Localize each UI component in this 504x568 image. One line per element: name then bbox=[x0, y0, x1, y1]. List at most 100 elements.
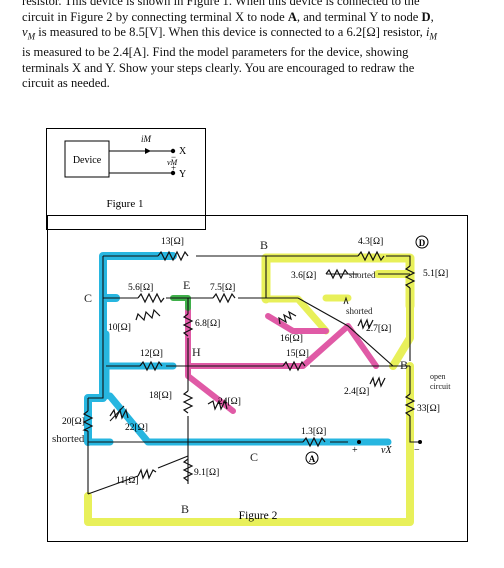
resistor-2-4 bbox=[369, 376, 386, 388]
figure-2-caption: Figure 2 bbox=[239, 510, 278, 522]
resistor-9-1 bbox=[182, 458, 194, 482]
hand-h: H bbox=[192, 345, 201, 359]
resistor-1-3 bbox=[302, 436, 326, 448]
wire bbox=[386, 255, 411, 266]
wire bbox=[409, 416, 420, 443]
label-24: 24[Ω] bbox=[218, 397, 241, 407]
problem-line: circuit in Figure 2 by connecting termin… bbox=[22, 9, 434, 24]
variable-arrow bbox=[109, 405, 125, 422]
label-3-6: 3.6[Ω] bbox=[291, 271, 316, 281]
cyan-bottom-path bbox=[106, 392, 392, 446]
label-4-3: 4.3[Ω] bbox=[358, 237, 383, 247]
label-12: 12[Ω] bbox=[140, 349, 163, 359]
hand-c-bottom: C bbox=[250, 450, 258, 464]
hand-c-left: C bbox=[84, 291, 92, 305]
pink-16-path bbox=[265, 313, 329, 334]
label-33: 33[Ω] bbox=[417, 404, 440, 414]
arrow-icon bbox=[343, 296, 349, 305]
vx-minus: − bbox=[414, 445, 420, 456]
label-11: 11[Ω] bbox=[116, 476, 139, 486]
problem-line: terminals X and Y. Show your steps clear… bbox=[22, 60, 415, 75]
wire bbox=[88, 256, 104, 399]
vx-plus-terminal bbox=[357, 440, 361, 444]
resistor-6-8 bbox=[182, 313, 194, 337]
wire-layer bbox=[87, 255, 420, 495]
label-2-4: 2.4[Ω] bbox=[344, 387, 369, 397]
label-9-1: 9.1[Ω] bbox=[194, 468, 219, 478]
problem-line: circuit as needed. bbox=[22, 76, 110, 91]
terminal-x-label: X bbox=[179, 146, 187, 157]
hand-open: open bbox=[430, 372, 446, 381]
current-label: iM bbox=[141, 134, 152, 144]
resistor-4-3 bbox=[357, 250, 385, 262]
label-2-7: 2.7[Ω] bbox=[366, 324, 391, 334]
hand-b-top: B bbox=[260, 238, 268, 252]
label-6-8: 6.8[Ω] bbox=[195, 319, 220, 329]
resistor-16 bbox=[278, 310, 297, 325]
problem-line: is measured to be 2.4[A]. Find the model… bbox=[22, 45, 409, 60]
vx-label: vX bbox=[381, 445, 392, 456]
label-20: 20[Ω] bbox=[62, 417, 85, 427]
label-7-5: 7.5[Ω] bbox=[210, 283, 235, 293]
resistor-5-6 bbox=[137, 292, 165, 304]
figure-2-frame: D A 13[Ω] 4.3[Ω] 5.6[Ω] 7.5[Ω] 3.6[Ω] 5.… bbox=[47, 215, 468, 542]
resistor-33 bbox=[404, 393, 416, 417]
hand-b-right: B bbox=[400, 358, 408, 372]
label-1-3: 1.3[Ω] bbox=[301, 427, 326, 437]
label-5-1: 5.1[Ω] bbox=[423, 269, 448, 279]
terminal-y-label: Y bbox=[179, 169, 186, 180]
plus-sign: + bbox=[171, 163, 176, 173]
wire bbox=[297, 297, 394, 367]
resistor-2-7 bbox=[357, 318, 374, 330]
yellow-bottom-loop bbox=[84, 362, 414, 526]
terminal-y-dot bbox=[170, 170, 176, 176]
resistor-13 bbox=[157, 250, 189, 262]
hand-shorted-left: shorted bbox=[52, 433, 85, 445]
figure-1-caption: Figure 1 bbox=[107, 198, 144, 210]
resistor-5-1 bbox=[404, 265, 416, 289]
problem-line: resistor. This device is shown in Figure… bbox=[22, 0, 420, 8]
figure-1-diagram: Device iM X Y − vM + Figure 1 bbox=[64, 134, 187, 210]
label-18: 18[Ω] bbox=[149, 391, 172, 401]
node-a-circle bbox=[305, 451, 319, 465]
wire bbox=[157, 455, 189, 469]
resistor-18 bbox=[182, 390, 194, 414]
problem-line: vM is measured to be 8.5[V]. When this d… bbox=[22, 25, 437, 42]
resistor-24 bbox=[207, 399, 228, 411]
vx-plus: + bbox=[352, 445, 358, 456]
figure-2-circuit: D A 13[Ω] 4.3[Ω] 5.6[Ω] 7.5[Ω] 3.6[Ω] 5.… bbox=[52, 235, 451, 526]
label-16: 16[Ω] bbox=[280, 334, 303, 344]
resistor-12 bbox=[139, 360, 163, 372]
yellow-right-path bbox=[389, 302, 414, 370]
hand-shorted-top: shorted bbox=[349, 270, 376, 280]
wire bbox=[87, 475, 139, 495]
label-22: 22[Ω] bbox=[125, 423, 148, 433]
handwritten-annotations: B C E H B C B shorted shorted shorted op… bbox=[52, 238, 451, 516]
node-a-label: A bbox=[309, 454, 316, 464]
device-box bbox=[64, 140, 110, 178]
figure-1-frame: Device iM X Y − vM + Figure 1 bbox=[46, 128, 206, 230]
minus-sign: − bbox=[171, 152, 176, 162]
hand-shorted-mid: shorted bbox=[346, 306, 373, 316]
voltage-label: vM bbox=[167, 158, 179, 167]
resistor-10 bbox=[135, 308, 161, 322]
resistor-3-6 bbox=[325, 268, 349, 280]
vx-minus-terminal bbox=[418, 440, 422, 444]
node-d-label: D bbox=[419, 238, 426, 248]
yellow-diag bbox=[262, 295, 330, 335]
resistor-20 bbox=[82, 410, 94, 432]
label-10: 10[Ω] bbox=[108, 323, 131, 333]
label-5-6: 5.6[Ω] bbox=[128, 283, 153, 293]
pink-15-path bbox=[185, 323, 379, 369]
node-d-circle bbox=[415, 235, 429, 249]
hand-e: E bbox=[183, 278, 190, 292]
resistor-11 bbox=[137, 468, 157, 480]
resistor-7-5 bbox=[212, 292, 236, 304]
label-13: 13[Ω] bbox=[161, 237, 184, 247]
hand-circuit: circuit bbox=[430, 382, 451, 391]
current-arrow-icon bbox=[145, 148, 151, 154]
green-e-path bbox=[170, 295, 191, 311]
label-15: 15[Ω] bbox=[286, 349, 309, 359]
resistor-15 bbox=[282, 360, 306, 372]
problem-text: resistor. This device is shown in Figure… bbox=[22, 0, 492, 92]
